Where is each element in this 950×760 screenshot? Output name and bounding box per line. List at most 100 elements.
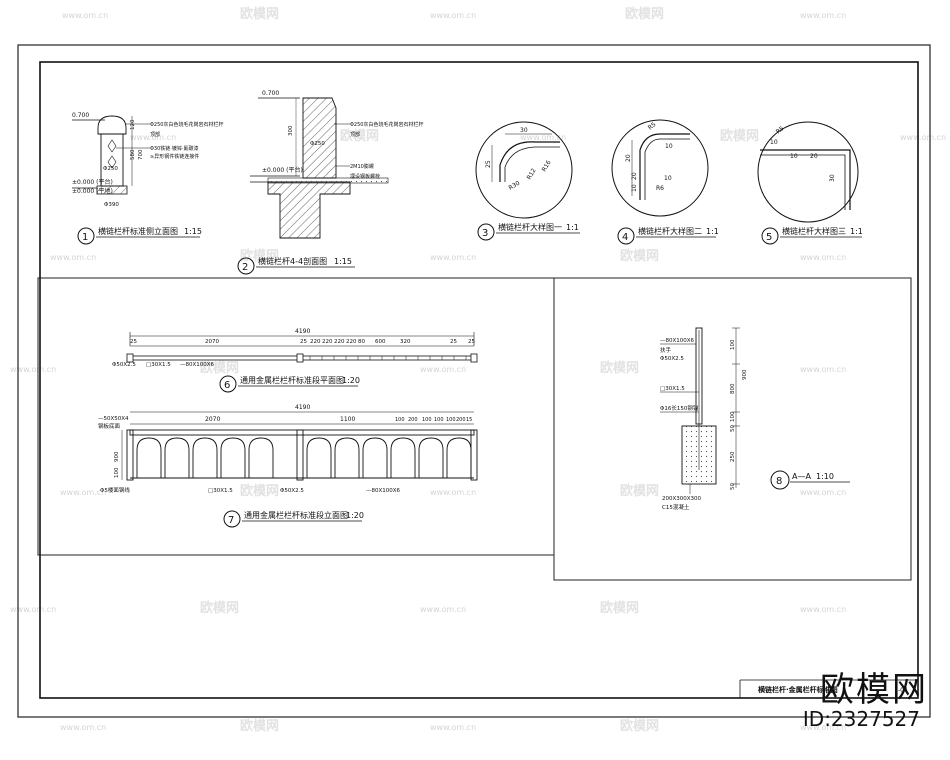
detail-7-elevation: 4190 2070 1100 100 200 100 100 100 200 1… bbox=[98, 404, 478, 528]
note: Φ30铁链·镀锌·氟碳漆 bbox=[150, 145, 198, 152]
part-label: 钢板底面 bbox=[98, 422, 121, 430]
note: Φ250灰白色烧毛花岗岩石材栏杆 bbox=[150, 121, 223, 128]
sheet-number: -04 bbox=[898, 687, 908, 694]
dim-label: 220 bbox=[322, 339, 333, 345]
part-label: 200X300X300 bbox=[662, 496, 702, 502]
level-label: ±0.000 (平台) bbox=[72, 178, 113, 186]
detail-title: A—A bbox=[792, 472, 811, 481]
watermark-text: 欧模网 bbox=[240, 483, 279, 499]
arch-panel bbox=[306, 437, 332, 478]
watermark-text: 欧模网 bbox=[240, 718, 279, 734]
level-label: 0.700 bbox=[72, 112, 89, 119]
post-symbol bbox=[126, 353, 134, 363]
dim-label: R5 bbox=[775, 125, 786, 136]
note: ≥异形钢件铁链连接件 bbox=[150, 153, 199, 160]
dim-label: 10 bbox=[664, 175, 672, 182]
watermark-text: www.om.cn bbox=[800, 11, 846, 20]
watermark-text: www.om.cn bbox=[800, 605, 846, 614]
detail-title: 通用金属栏栏杆标准段平面图 bbox=[240, 375, 344, 385]
arch-panel bbox=[164, 437, 190, 478]
dim-label: 2070 bbox=[205, 416, 220, 423]
panel-right bbox=[553, 277, 912, 581]
watermark-text: www.om.cn bbox=[800, 253, 846, 262]
dim-label: 100 bbox=[730, 339, 736, 350]
watermark-text: www.om.cn bbox=[420, 605, 466, 614]
dim-label: 220 bbox=[310, 339, 321, 345]
note: 顶部 bbox=[350, 131, 360, 138]
detail-scale: 1:20 bbox=[342, 376, 360, 385]
detail-number: 8 bbox=[776, 476, 782, 487]
dim-label: R6 bbox=[656, 185, 664, 192]
watermark-layer: www.om.cn 欧模网 www.om.cn 欧模网 www.om.cn www.om.… bbox=[10, 6, 946, 734]
title-block: 横链栏杆·金属栏杆标准图 -04 bbox=[739, 679, 918, 698]
post-symbol bbox=[470, 353, 478, 363]
watermark-text: 欧模网 bbox=[200, 360, 239, 376]
post bbox=[126, 429, 134, 481]
arch-panel bbox=[248, 437, 274, 478]
dim-label: 25 bbox=[300, 339, 307, 345]
watermark-text: www.om.cn bbox=[430, 488, 476, 497]
dim-label: 320 bbox=[400, 339, 411, 345]
arch-panel bbox=[334, 437, 360, 478]
note: Φ250灰白色烧毛花岗岩石材栏杆 bbox=[350, 121, 423, 128]
dim-label: 25 bbox=[468, 339, 475, 345]
dim-label: 20 bbox=[625, 154, 632, 162]
asset-id: ID:2327527 bbox=[802, 707, 920, 731]
dim-label: 25 bbox=[130, 339, 137, 345]
dim-label: R30 bbox=[508, 180, 522, 192]
watermark-text: 欧模网 bbox=[240, 248, 279, 264]
detail-number: 2 bbox=[242, 262, 248, 273]
dim-label: 30 bbox=[829, 174, 836, 182]
watermark-text: www.om.cn bbox=[800, 365, 846, 374]
watermark-text: 欧模网 bbox=[340, 128, 379, 144]
watermark-text: www.om.cn bbox=[430, 723, 476, 732]
dim-label: 100 bbox=[422, 417, 432, 423]
note: 顶部 bbox=[150, 131, 160, 138]
dim-label: Φ390 bbox=[104, 202, 119, 208]
arch-panel bbox=[446, 437, 472, 478]
detail-scale: 1:20 bbox=[346, 511, 364, 520]
part-label: 扶手 bbox=[660, 346, 672, 354]
dim-label: Φ250 bbox=[103, 166, 118, 172]
detail-scale: 1:15 bbox=[334, 257, 352, 266]
arch-panel bbox=[390, 437, 416, 478]
post bbox=[470, 429, 478, 481]
dim-label: 100 bbox=[446, 417, 456, 423]
dim-label: 50 bbox=[730, 425, 736, 432]
dim-label: 120 bbox=[130, 119, 136, 130]
watermark-text: 欧模网 bbox=[720, 128, 759, 144]
dim-label: 100 bbox=[114, 467, 120, 478]
detail-scale: 1:15 bbox=[184, 227, 202, 236]
part-label: □30X1.5 bbox=[208, 488, 233, 494]
dim-label: 220 bbox=[334, 339, 345, 345]
watermark-text: www.om.cn bbox=[60, 488, 106, 497]
watermark-text: 欧模网 bbox=[600, 600, 639, 616]
part-label: —80X100X6 bbox=[660, 338, 695, 344]
inner-border bbox=[39, 61, 919, 699]
dim-label: 100 bbox=[395, 417, 405, 423]
watermark-text: www.om.cn bbox=[50, 253, 96, 262]
detail-number: 5 bbox=[766, 232, 772, 243]
dim-label: 10 bbox=[631, 184, 638, 192]
dim-label: 800 bbox=[730, 383, 736, 394]
dim-label: 1100 bbox=[340, 416, 355, 423]
dim-label: 15 bbox=[466, 417, 472, 423]
dim-label: 700 bbox=[138, 149, 144, 160]
detail-8-section: 100 800 900 100 50 250 50 —80X100X6 扶手 Φ… bbox=[660, 327, 850, 511]
detail-title: 横链栏杆标准侧立面图 bbox=[98, 226, 178, 236]
dim-label: R16 bbox=[541, 159, 553, 173]
dim-label: 10 bbox=[770, 139, 778, 146]
arch-panel bbox=[362, 437, 388, 478]
detail-number: 7 bbox=[228, 515, 234, 526]
dim-label: 10 bbox=[790, 153, 798, 160]
part-label: Φ50X2.5 bbox=[280, 488, 304, 494]
detail-2-section: 0.700 ±0.000 (平台) 300 Φ250 Φ250灰白色烧毛花岗岩石… bbox=[237, 90, 423, 275]
watermark-text: www.om.cn bbox=[430, 253, 476, 262]
dim-label: 580 bbox=[130, 149, 136, 160]
part-label: C15混凝土 bbox=[662, 503, 690, 511]
dim-label: 2070 bbox=[205, 339, 219, 345]
part-label: Φ5楼面钢线 bbox=[100, 486, 130, 494]
detail-title: 通用金属栏栏杆标准段立面图 bbox=[244, 510, 348, 520]
watermark-text: www.om.cn bbox=[430, 11, 476, 20]
